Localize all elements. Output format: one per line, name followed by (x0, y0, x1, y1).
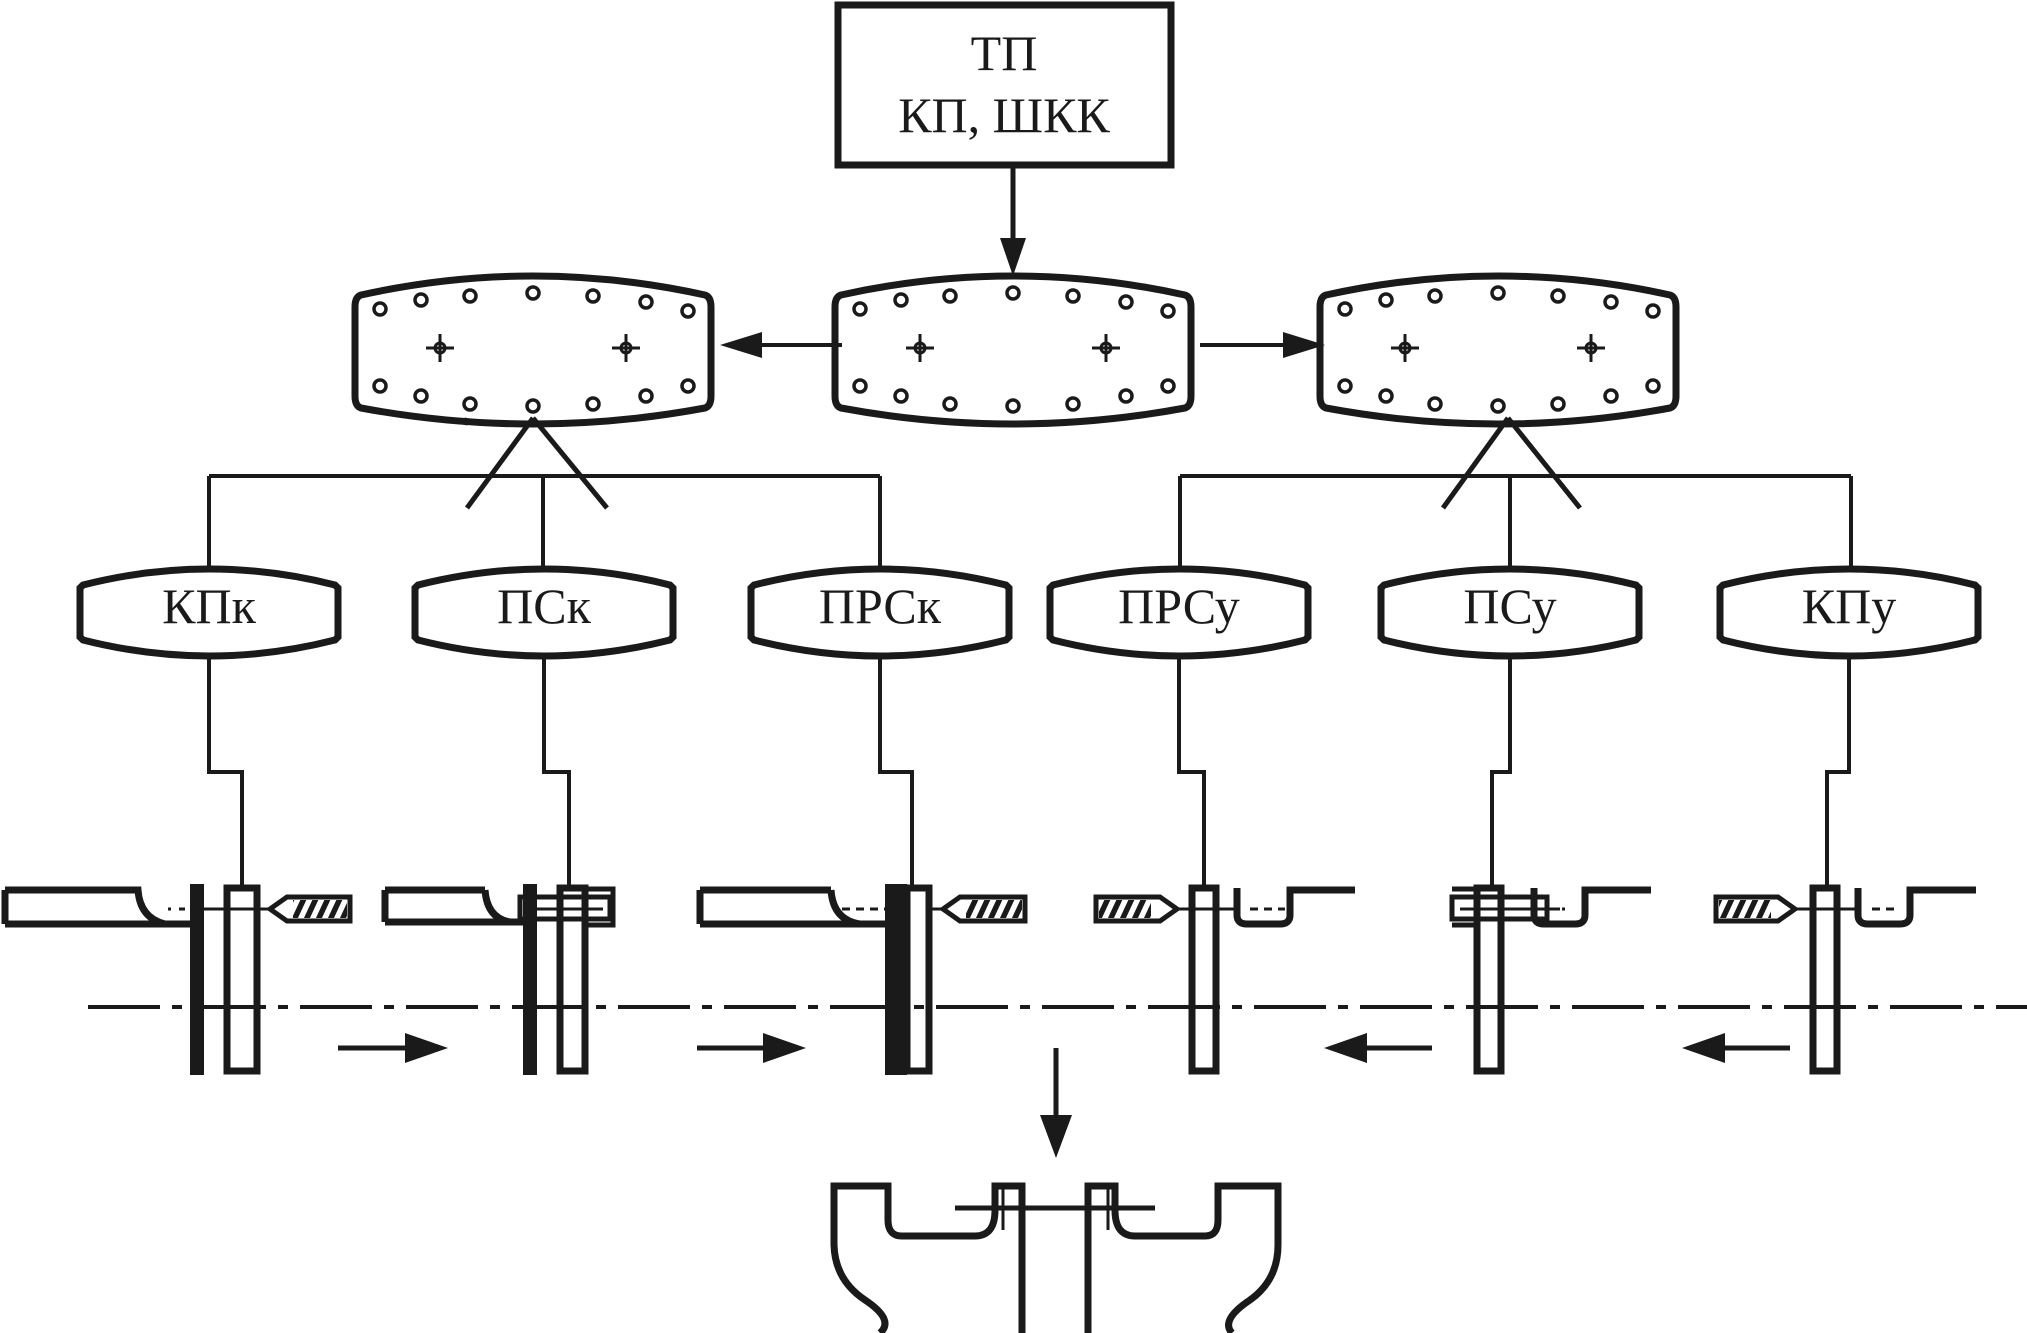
crosshair-hole-icon (426, 334, 454, 362)
hole-icon (1645, 378, 1661, 394)
hole-icon (1065, 396, 1081, 412)
operation-psu: ПСу (1377, 565, 1643, 660)
operations-group: КПк ПСк ПРСк ПРСу ПСу КПу (76, 565, 1982, 660)
hole-icon (1160, 378, 1176, 394)
station-prsk (696, 884, 1028, 1075)
operation-kpk: КПк (76, 565, 342, 660)
station-psk (381, 884, 616, 1075)
arrow-to-right-template (1200, 332, 1325, 358)
hole-icon (1378, 388, 1394, 404)
assembled-part (830, 1182, 1282, 1333)
crosshair-hole-icon (1092, 334, 1120, 362)
arrow-down-to-template (1000, 165, 1026, 276)
hole-icon (1427, 288, 1443, 304)
hole-icon (1550, 396, 1566, 412)
arrow-to-left-template (720, 332, 842, 358)
hole-icon (462, 396, 478, 412)
direction-arrows (338, 1033, 1790, 1158)
hole-icon (942, 396, 958, 412)
top-block-line1: ТП (971, 25, 1038, 81)
hole-icon (1118, 388, 1134, 404)
hole-icon (413, 388, 429, 404)
operation-psk: ПСк (411, 565, 677, 660)
hole-icon (680, 378, 696, 394)
template-outline (1316, 272, 1680, 428)
arrow-right-icon (338, 1033, 448, 1063)
hole-icon (1005, 285, 1021, 301)
operation-prsu: ПРСу (1046, 565, 1312, 660)
operation-prsk: ПРСк (747, 565, 1013, 660)
station-psu (1449, 884, 1651, 1075)
hole-icon (1378, 292, 1394, 308)
hole-icon (1603, 388, 1619, 404)
hole-icon (1118, 294, 1134, 310)
hole-icon (852, 301, 868, 317)
arrow-down-icon (1040, 1048, 1072, 1158)
hole-icon (525, 398, 541, 414)
left-branch-connector (207, 416, 882, 566)
hole-icon (638, 388, 654, 404)
hole-icon (585, 288, 601, 304)
operation-kpu: КПу (1716, 565, 1982, 660)
crosshair-hole-icon (1577, 334, 1605, 362)
hole-icon (1337, 378, 1353, 394)
template-left (351, 272, 715, 428)
crosshair-hole-icon (1391, 334, 1419, 362)
station-kpk (1, 884, 353, 1075)
hole-icon (893, 388, 909, 404)
templates-group (351, 272, 1680, 428)
hole-icon (1603, 294, 1619, 310)
hole-icon (1645, 303, 1661, 319)
hole-icon (893, 292, 909, 308)
station-prsu (1093, 884, 1355, 1075)
hole-icon (1160, 303, 1176, 319)
operation-label: ПРСу (1118, 578, 1240, 634)
hole-icon (413, 292, 429, 308)
crosshair-hole-icon (906, 334, 934, 362)
top-block-line2: КП, ШКК (898, 87, 1110, 143)
template-outline (351, 272, 715, 428)
hole-icon (638, 294, 654, 310)
template-right (1316, 272, 1680, 428)
hole-icon (372, 378, 388, 394)
hole-icon (462, 288, 478, 304)
op-connectors (207, 656, 1851, 888)
arrow-left-icon (1682, 1033, 1790, 1063)
hole-icon (1427, 396, 1443, 412)
hole-icon (1490, 398, 1506, 414)
crosshair-hole-icon (612, 334, 640, 362)
hole-icon (680, 303, 696, 319)
template-outline (831, 272, 1195, 428)
operation-label: КПк (162, 578, 256, 634)
operation-label: ПСк (497, 578, 591, 634)
hole-icon (525, 285, 541, 301)
template-center (831, 272, 1195, 428)
top-block: ТП КП, ШКК (834, 1, 1175, 169)
station-kpu (1713, 884, 1976, 1075)
operation-label: ПРСк (819, 578, 942, 634)
hole-icon (585, 396, 601, 412)
operation-label: КПу (1802, 578, 1896, 634)
right-branch-connector (1178, 416, 1853, 566)
operation-label: ПСу (1463, 578, 1556, 634)
hole-icon (1490, 285, 1506, 301)
hole-icon (372, 301, 388, 317)
arrow-right-icon (697, 1033, 806, 1063)
hole-icon (1065, 288, 1081, 304)
hole-icon (942, 288, 958, 304)
hole-icon (852, 378, 868, 394)
arrow-left-icon (1324, 1033, 1432, 1063)
hole-icon (1550, 288, 1566, 304)
hole-icon (1337, 301, 1353, 317)
hole-icon (1005, 398, 1021, 414)
